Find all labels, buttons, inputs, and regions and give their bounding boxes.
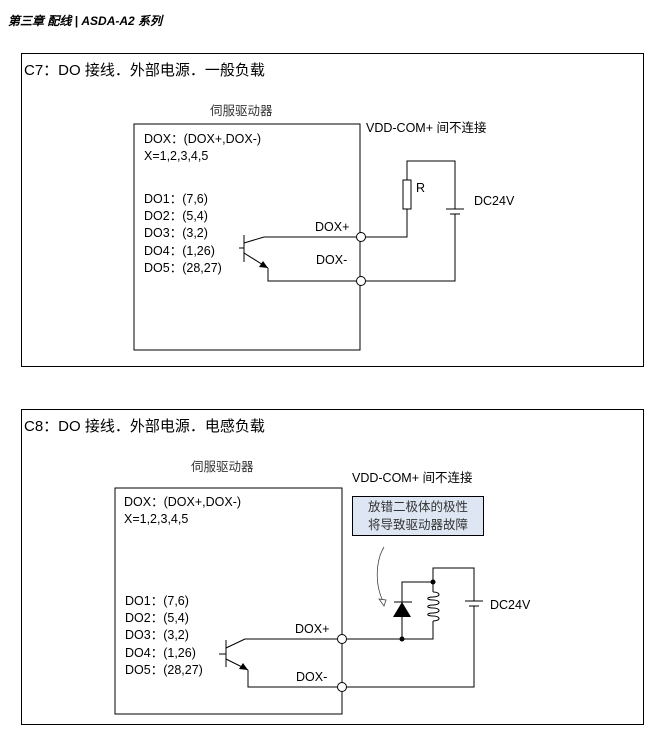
diagram-c7-title: C7：DO 接线．外部电源．一般负载 [24,62,265,79]
pin-do3: DO3：(3,2) [125,628,189,642]
pin-do2: DO2：(5,4) [144,209,208,223]
terminal-dox-plus [337,634,347,644]
dc24v-label: DC24V [490,598,531,612]
x-definition: X=1,2,3,4,5 [144,149,209,163]
pin-do4: DO4：(1,26) [144,244,215,258]
dc-supply-icon [465,600,483,607]
dox-plus-label: DOX+ [295,622,330,636]
pin-do5: DO5：(28,27) [125,663,203,677]
transistor-icon [239,235,269,269]
dc24v-label: DC24V [474,194,515,208]
warning-line-1: 放错二极体的极性 [367,500,468,514]
pin-do3: DO3：(3,2) [144,226,208,240]
vdd-com-note: VDD-COM+ 间不连接 [352,471,473,485]
polarity-warning-box: 放错二极体的极性 将导致驱动器故障 [352,496,484,536]
servo-driver-label: 伺服驱动器 [210,104,273,118]
dox-minus-label: DOX- [316,253,348,267]
flyback-diode-icon [393,601,412,617]
vdd-com-note: VDD-COM+ 间不连接 [366,121,487,135]
chapter-header: 第三章 配线 | ASDA-A2 系列 [8,14,163,28]
pin-do4: DO4：(1,26) [125,646,196,660]
servo-driver-box [114,487,343,715]
x-definition: X=1,2,3,4,5 [124,512,189,526]
dox-definition: DOX：(DOX+,DOX-) [124,495,242,509]
warning-line-2: 将导致驱动器故障 [367,518,468,532]
transistor-icon [219,638,249,671]
pin-do2: DO2：(5,4) [125,611,189,625]
pin-do1: DO1：(7,6) [144,192,208,206]
dox-definition: DOX：(DOX+,DOX-) [144,132,262,146]
diagram-c8-frame: C8：DO 接线．外部电源．电感负载 [21,409,644,725]
dox-minus-label: DOX- [296,670,328,684]
diagram-c8-title: C8：DO 接线．外部电源．电感负载 [24,418,265,435]
pin-do5: DO5：(28,27) [144,261,222,275]
diagram-c7-frame: C7：DO 接线．外部电源．一般负载 [21,53,644,367]
inductor-coil-icon [427,582,440,624]
dox-plus-label: DOX+ [315,220,350,234]
terminal-dox-minus [337,682,347,692]
resistor-label: R [416,181,426,195]
warning-arrow-icon [376,546,387,607]
terminal-dox-minus [356,276,366,286]
terminal-dox-plus [356,232,366,242]
pin-do1: DO1：(7,6) [125,594,189,608]
servo-driver-label: 伺服驱动器 [191,460,254,474]
